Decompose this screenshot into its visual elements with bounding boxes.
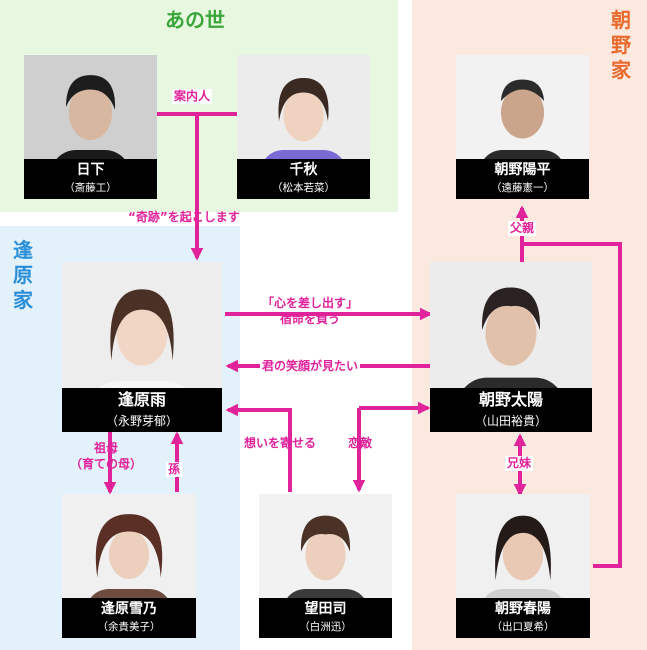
- character-card-yukino: 逢原雪乃 （余貴美子）: [62, 494, 196, 638]
- character-card-yohei: 朝野陽平 （遠藤憲一）: [456, 55, 589, 199]
- label-rival: 恋敵: [348, 436, 373, 450]
- actor-tsukasa: （白洲迅）: [299, 621, 352, 633]
- name-ame: 逢原雨: [117, 390, 166, 409]
- label-grandmother: 祖母 （育ての母）: [70, 440, 142, 472]
- name-plate-taiyo: 朝野太陽 （山田裕貴）: [430, 388, 592, 432]
- label-miracle: “奇跡”を起こします: [128, 210, 240, 224]
- actor-kusaka: （斎藤工）: [64, 182, 117, 194]
- name-plate-chiaki: 千秋 （松本若菜）: [237, 159, 370, 199]
- name-chiaki: 千秋: [289, 162, 318, 178]
- label-destiny-line2: 宿命を負う: [280, 312, 341, 326]
- actor-ame: （永野芽郁）: [105, 414, 178, 428]
- name-plate-kusaka: 日下 （斎藤工）: [24, 159, 157, 199]
- label-destiny-line1: 「心を差し出す」: [262, 296, 359, 310]
- label-guide: 案内人: [172, 89, 213, 104]
- name-kusaka: 日下: [76, 162, 105, 178]
- ohara-family-title: 逢原家: [13, 238, 33, 312]
- character-card-ame: 逢原雨 （永野芽郁）: [62, 262, 222, 432]
- father-family-line: [522, 242, 622, 568]
- actor-chiaki: （松本若菜）: [272, 182, 335, 194]
- name-plate-yohei: 朝野陽平 （遠藤憲一）: [456, 159, 589, 199]
- label-smile: 君の笑顔が見たい: [260, 359, 361, 374]
- character-card-chiaki: 千秋 （松本若菜）: [237, 55, 370, 199]
- actor-haruhi: （出口夏希）: [491, 621, 555, 633]
- name-yukino: 逢原雪乃: [101, 601, 157, 617]
- character-card-haruhi: 朝野春陽 （出口夏希）: [456, 494, 590, 638]
- character-card-taiyo: 朝野太陽 （山田裕貴）: [430, 262, 592, 432]
- affection-arrow: [225, 403, 292, 492]
- label-destiny: 「心を差し出す」 宿命を負う: [262, 295, 358, 327]
- anoyo-title: あの世: [165, 8, 225, 32]
- asano-family-title: 朝野家: [611, 8, 631, 82]
- name-plate-tsukasa: 望田司 （白洲迅）: [259, 598, 392, 638]
- label-grandmother-line1: 祖母: [94, 441, 119, 455]
- label-siblings: 兄妹: [505, 456, 534, 471]
- name-plate-haruhi: 朝野春陽 （出口夏希）: [456, 598, 590, 638]
- label-affection: 想いを寄せる: [244, 436, 317, 450]
- label-grandchild: 孫: [166, 462, 183, 477]
- actor-yohei: （遠藤憲一）: [491, 182, 554, 194]
- name-taiyo: 朝野太陽: [478, 390, 543, 409]
- name-haruhi: 朝野春陽: [495, 601, 551, 617]
- label-grandmother-line2: （育ての母）: [70, 457, 143, 471]
- label-father: 父親: [508, 221, 537, 236]
- name-plate-yukino: 逢原雪乃 （余貴美子）: [62, 598, 196, 638]
- character-card-tsukasa: 望田司 （白洲迅）: [259, 494, 392, 638]
- name-tsukasa: 望田司: [304, 601, 347, 617]
- name-yohei: 朝野陽平: [494, 162, 551, 178]
- actor-yukino: （余貴美子）: [97, 621, 161, 633]
- name-plate-ame: 逢原雨 （永野芽郁）: [62, 388, 222, 432]
- actor-taiyo: （山田裕貴）: [474, 414, 547, 428]
- character-card-kusaka: 日下 （斎藤工）: [24, 55, 157, 199]
